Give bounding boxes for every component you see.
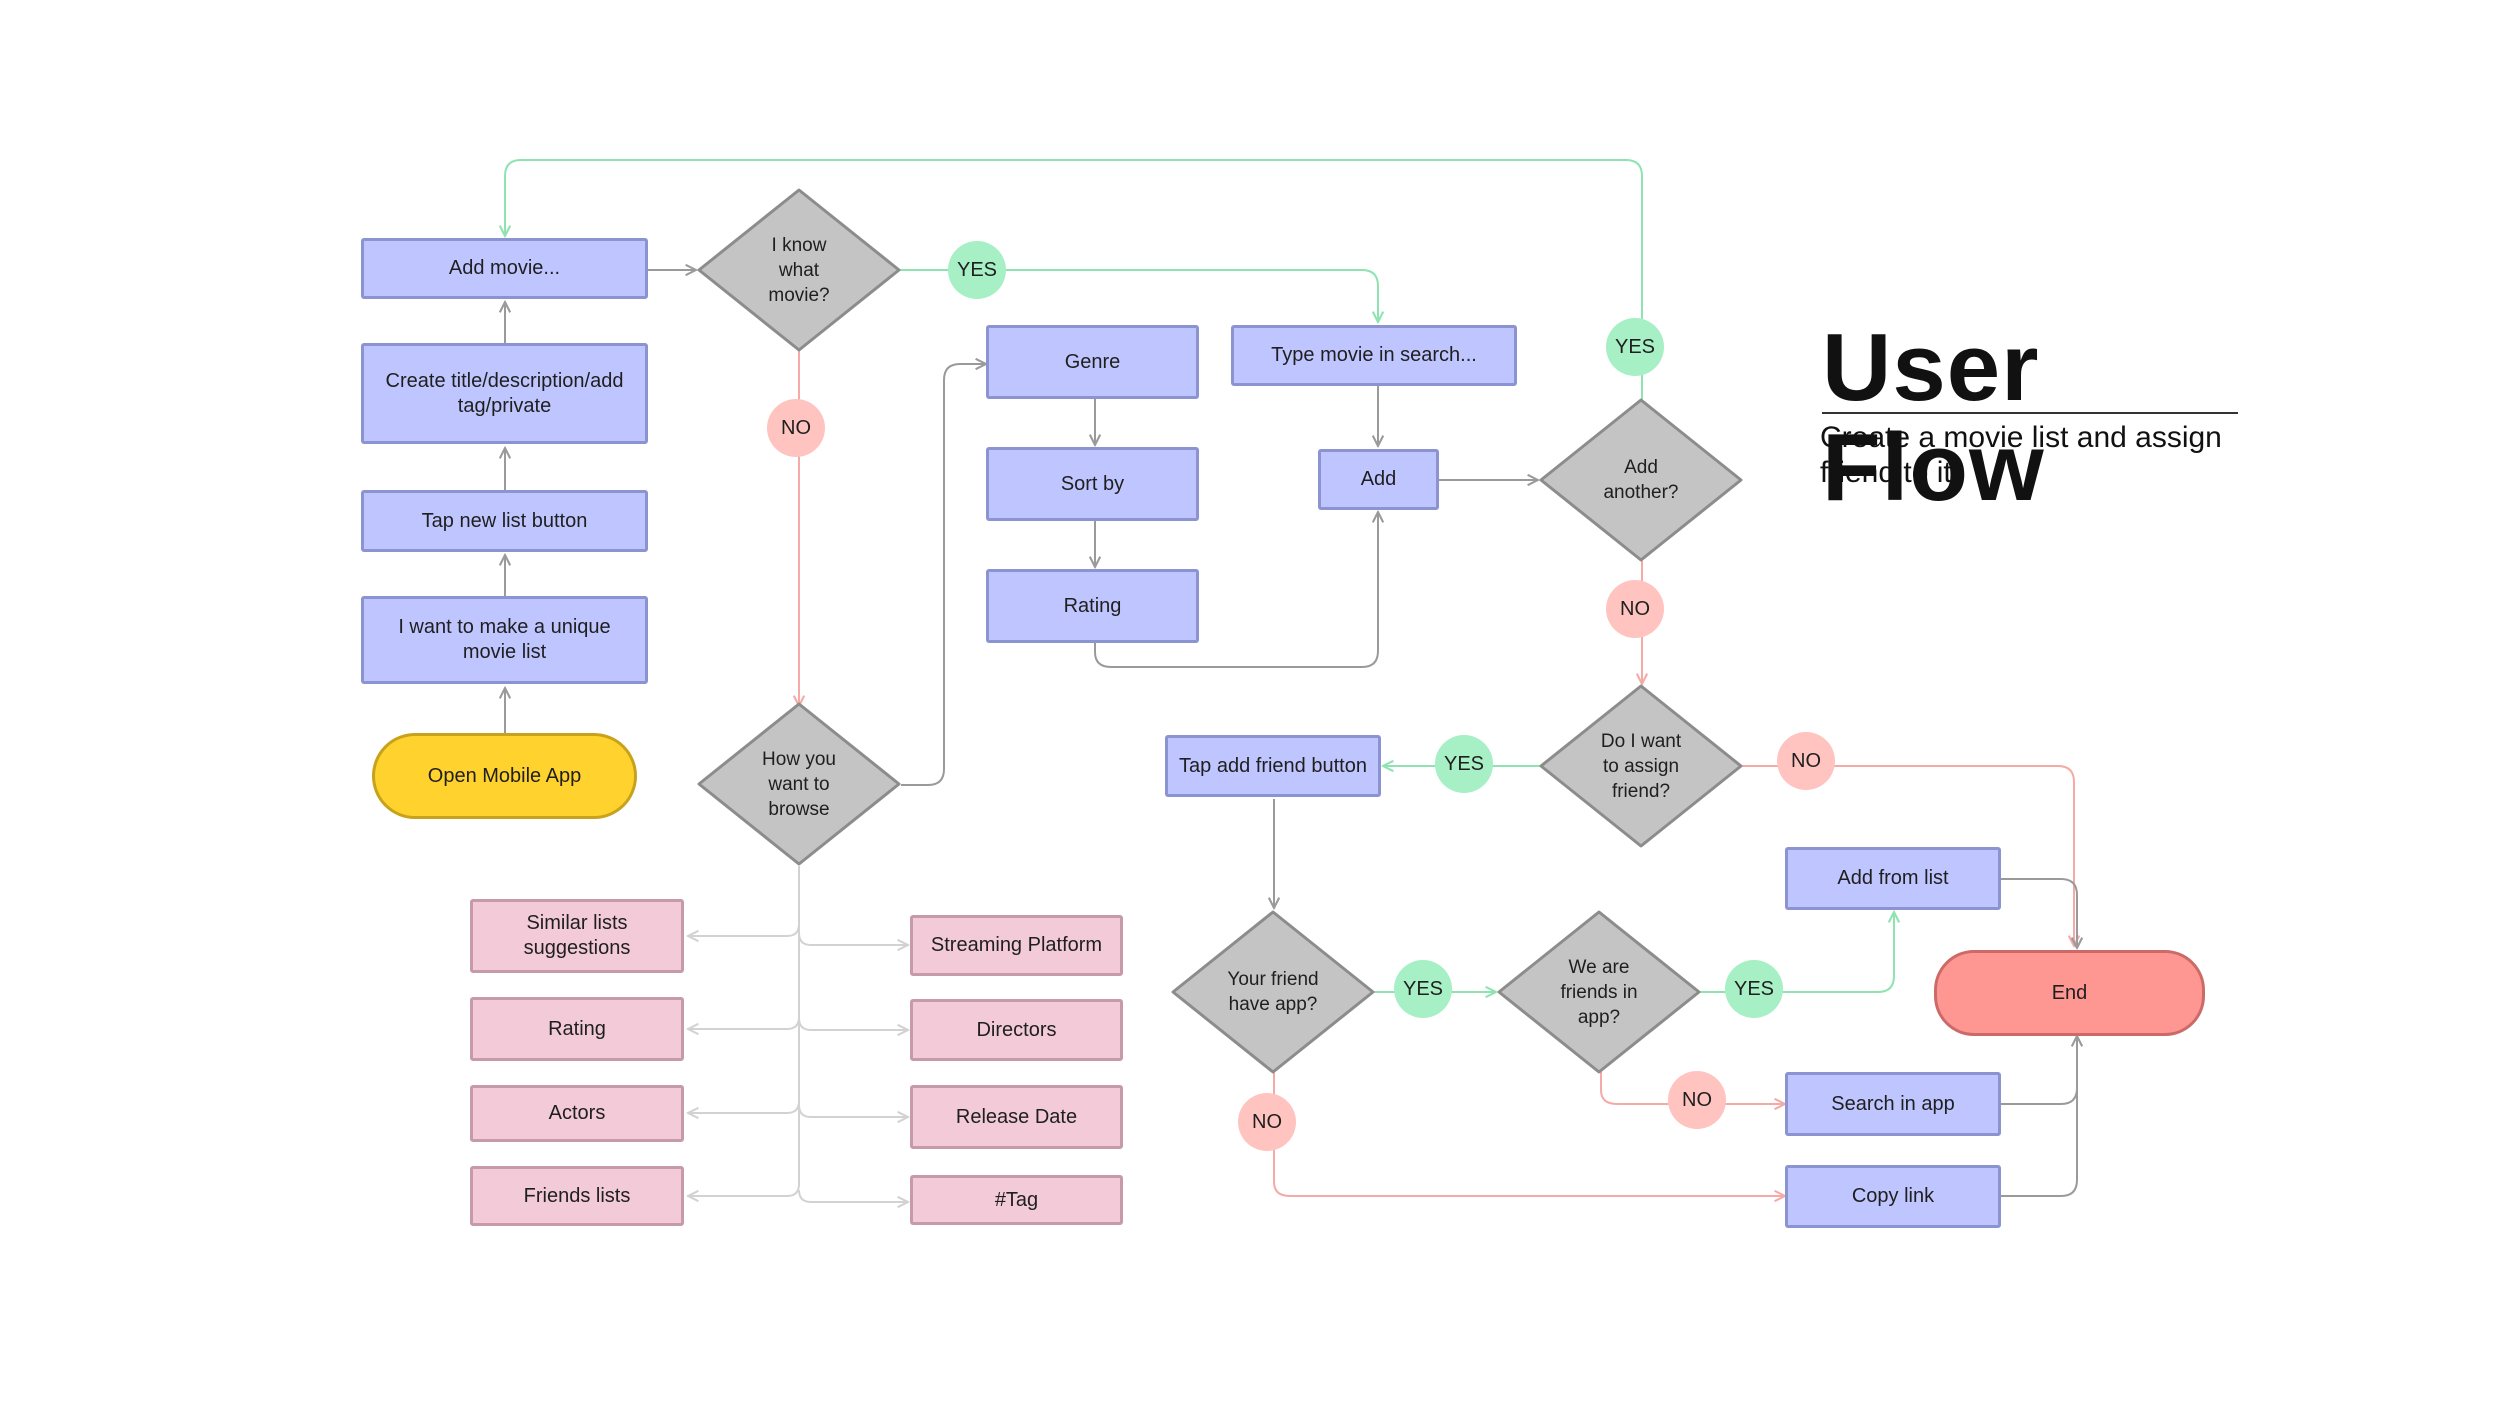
open-mobile-app-start[interactable]: Open Mobile App: [372, 733, 637, 819]
know-movie-decision[interactable]: I know what movie?: [696, 188, 902, 352]
no-badge-know-movie: NO: [767, 399, 825, 457]
no-badge-friend-have-app: NO: [1238, 1093, 1296, 1151]
friends-in-app-label: We are friends in app?: [1560, 956, 1638, 1028]
add-movie-step[interactable]: Add movie...: [361, 238, 648, 299]
edge-to-release-date: [798, 1104, 908, 1117]
yes-badge-add-another: YES: [1606, 318, 1664, 376]
edge-to-streaming: [798, 932, 908, 945]
browse-tag[interactable]: #Tag: [910, 1175, 1123, 1225]
assign-friend-decision[interactable]: Do I want to assign friend?: [1538, 684, 1744, 848]
rating-step[interactable]: Rating: [986, 569, 1199, 643]
friend-have-app-decision[interactable]: Your friend have app?: [1170, 910, 1376, 1074]
yes-badge-friend-have-app: YES: [1394, 960, 1452, 1018]
tap-new-list-step[interactable]: Tap new list button: [361, 490, 648, 552]
edge-to-tag: [798, 1189, 908, 1202]
genre-step[interactable]: Genre: [986, 325, 1199, 399]
sort-by-step[interactable]: Sort by: [986, 447, 1199, 521]
friends-in-app-decision[interactable]: We are friends in app?: [1496, 910, 1702, 1074]
type-movie-search-step[interactable]: Type movie in search...: [1231, 325, 1517, 386]
browse-similar-lists[interactable]: Similar lists suggestions: [470, 899, 684, 973]
browse-directors[interactable]: Directors: [910, 999, 1123, 1061]
friend-have-app-label: Your friend have app?: [1227, 969, 1319, 1015]
assign-friend-label: Do I want to assign friend?: [1600, 730, 1682, 802]
edge-to-similar: [688, 923, 800, 936]
browse-streaming-platform[interactable]: Streaming Platform: [910, 915, 1123, 976]
yes-badge-know-movie: YES: [948, 241, 1006, 299]
yes-badge-friends-in-app: YES: [1725, 960, 1783, 1018]
add-from-list-step[interactable]: Add from list: [1785, 847, 2001, 910]
edge-to-actors: [688, 1100, 800, 1113]
edge-to-directors: [798, 1017, 908, 1030]
end-terminal[interactable]: End: [1934, 950, 2205, 1036]
title-underline: [1822, 412, 2238, 414]
how-browse-label: How you want to browse: [762, 748, 836, 820]
add-another-decision[interactable]: Add another?: [1538, 398, 1744, 562]
edge-add-list-to-end: [2001, 878, 2077, 948]
how-browse-decision[interactable]: How you want to browse: [696, 702, 902, 866]
page-subtitle: Create a movie list and assign friend to…: [1820, 421, 2222, 489]
no-badge-add-another: NO: [1606, 580, 1664, 638]
no-badge-friends-in-app: NO: [1668, 1071, 1726, 1129]
edge-to-friends-lists: [688, 1183, 800, 1196]
no-badge-assign-friend: NO: [1777, 732, 1835, 790]
copy-link-step[interactable]: Copy link: [1785, 1165, 2001, 1228]
edge-search-to-end: [2001, 1036, 2077, 1105]
browse-rating[interactable]: Rating: [470, 997, 684, 1061]
tap-add-friend-step[interactable]: Tap add friend button: [1165, 735, 1381, 797]
browse-release-date[interactable]: Release Date: [910, 1085, 1123, 1149]
yes-badge-assign-friend: YES: [1435, 735, 1493, 793]
page-title: User Flow: [1822, 314, 2045, 521]
know-movie-label: I know what movie?: [768, 234, 830, 306]
add-another-label: Add another?: [1603, 457, 1679, 503]
add-step[interactable]: Add: [1318, 449, 1439, 510]
edge-copy-to-end: [2001, 1040, 2078, 1197]
search-in-app-step[interactable]: Search in app: [1785, 1072, 2001, 1136]
browse-actors[interactable]: Actors: [470, 1085, 684, 1142]
unique-movie-list-step[interactable]: I want to make a unique movie list: [361, 596, 648, 684]
browse-friends-lists[interactable]: Friends lists: [470, 1166, 684, 1226]
edge-to-rating-opt: [688, 1016, 800, 1029]
create-title-step[interactable]: Create title/description/add tag/private: [361, 343, 648, 444]
edge-browse-to-genre: [901, 364, 986, 786]
